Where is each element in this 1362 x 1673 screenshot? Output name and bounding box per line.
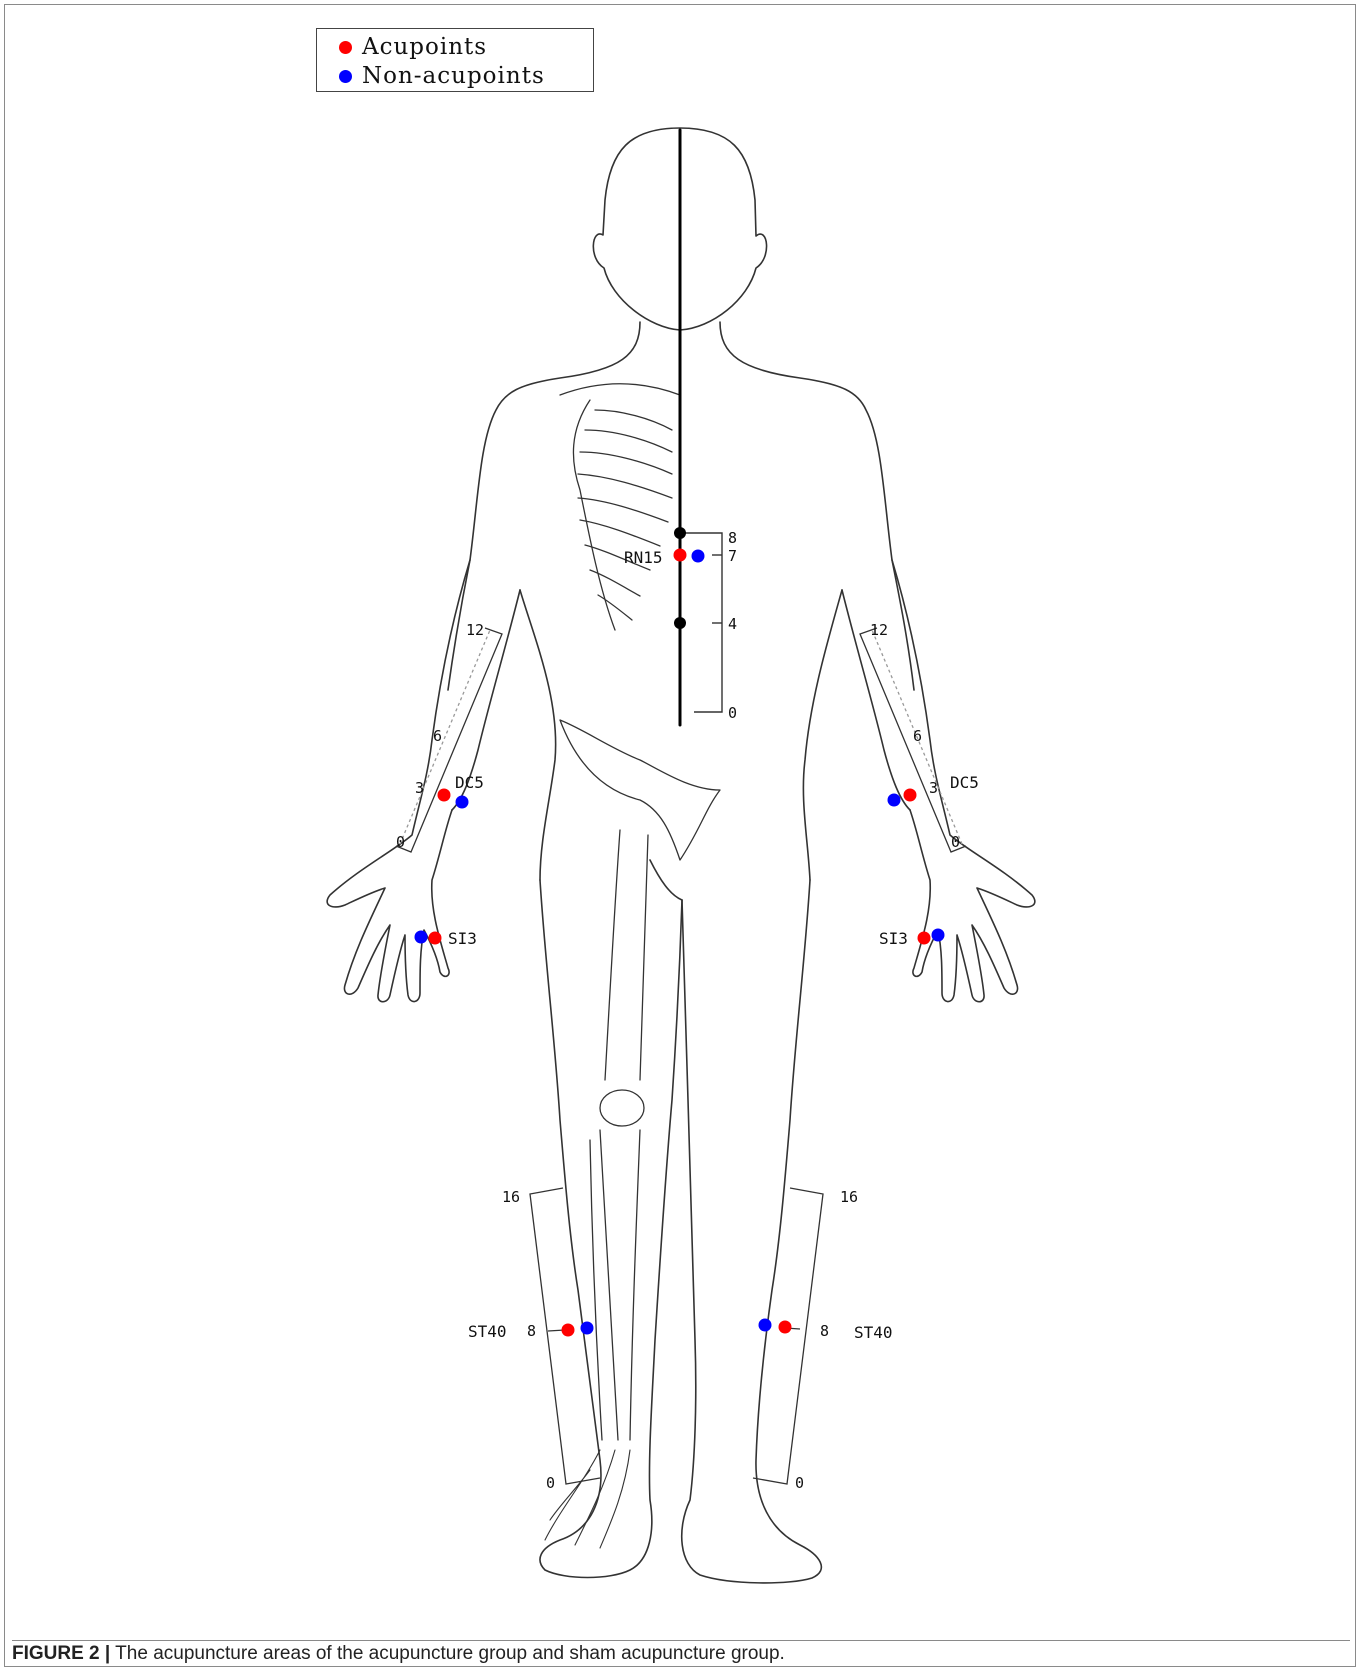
right-leg-tick-8: 8 — [820, 1322, 829, 1340]
acupoint-rn15 — [674, 549, 687, 562]
figure-caption: FIGURE 2 | The acupuncture areas of the … — [12, 1640, 1350, 1666]
trunk-tick-0: 0 — [728, 704, 737, 722]
caption-text: The acupuncture areas of the acupuncture… — [110, 1643, 785, 1664]
non-acupoint-st40-right — [759, 1319, 772, 1332]
red-dot-icon — [339, 41, 352, 54]
left-forearm-tick-3: 3 — [415, 779, 424, 797]
non-acupoint-dc5-left — [456, 796, 469, 809]
left-forearm-tick-0: 0 — [396, 833, 405, 851]
non-acupoint-rn15 — [692, 550, 705, 563]
acupoint-dc5-left — [438, 789, 451, 802]
right-leg-tick-0: 0 — [795, 1474, 804, 1492]
trunk-tick-4: 4 — [728, 615, 737, 633]
figure-label: FIGURE 2 | — [12, 1643, 110, 1664]
left-leg-tick-8: 8 — [527, 1322, 536, 1340]
label-rn15: RN15 — [624, 548, 663, 567]
pelvis — [560, 720, 720, 860]
left-forearm-tick-6: 6 — [433, 727, 442, 745]
non-acupoint-si3-left — [415, 931, 428, 944]
non-acupoint-dc5-right — [888, 794, 901, 807]
tibia — [590, 1130, 640, 1440]
legend-label-acupoints: Acupoints — [362, 34, 487, 60]
right-forearm-tick-12: 12 — [870, 621, 888, 639]
label-st40-right: ST40 — [854, 1323, 893, 1342]
right-forearm-tick-6: 6 — [913, 727, 922, 745]
landmark-xiphoid — [674, 527, 686, 539]
label-si3-left: SI3 — [448, 929, 477, 948]
label-si3-right: SI3 — [879, 929, 908, 948]
non-acupoint-si3-right — [932, 929, 945, 942]
blue-dot-icon — [339, 70, 352, 83]
acupoint-dc5-right — [904, 789, 917, 802]
legend-item-acupoints: Acupoints — [339, 33, 487, 61]
legend: Acupoints Non-acupoints — [316, 28, 594, 92]
left-leg-scale — [530, 1188, 600, 1484]
left-leg-tick-0: 0 — [546, 1474, 555, 1492]
label-dc5-right: DC5 — [950, 773, 979, 792]
trunk-tick-8: 8 — [728, 529, 737, 547]
left-leg-tick-16: 16 — [502, 1188, 520, 1206]
trunk-tick-7: 7 — [728, 547, 737, 565]
label-dc5-left: DC5 — [455, 773, 484, 792]
label-st40-left: ST40 — [468, 1322, 507, 1341]
femur — [605, 830, 648, 1080]
left-forearm-tick-12: 12 — [466, 621, 484, 639]
right-forearm-tick-3: 3 — [929, 779, 938, 797]
acupoint-si3-left — [429, 932, 442, 945]
right-leg-scale — [753, 1188, 823, 1484]
right-forearm-tick-0: 0 — [951, 833, 960, 851]
legend-label-non-acupoints: Non-acupoints — [362, 63, 545, 89]
legend-item-non-acupoints: Non-acupoints — [339, 62, 545, 90]
acupoint-si3-right — [918, 932, 931, 945]
acupoint-st40-right — [779, 1321, 792, 1334]
right-leg-tick-16: 16 — [840, 1188, 858, 1206]
ribcage — [560, 384, 680, 630]
non-acupoint-st40-left — [581, 1322, 594, 1335]
acupoint-st40-left — [562, 1324, 575, 1337]
foot-bones — [545, 1450, 630, 1548]
kneecap — [600, 1090, 644, 1126]
landmark-umbilicus-midpoint — [674, 617, 686, 629]
